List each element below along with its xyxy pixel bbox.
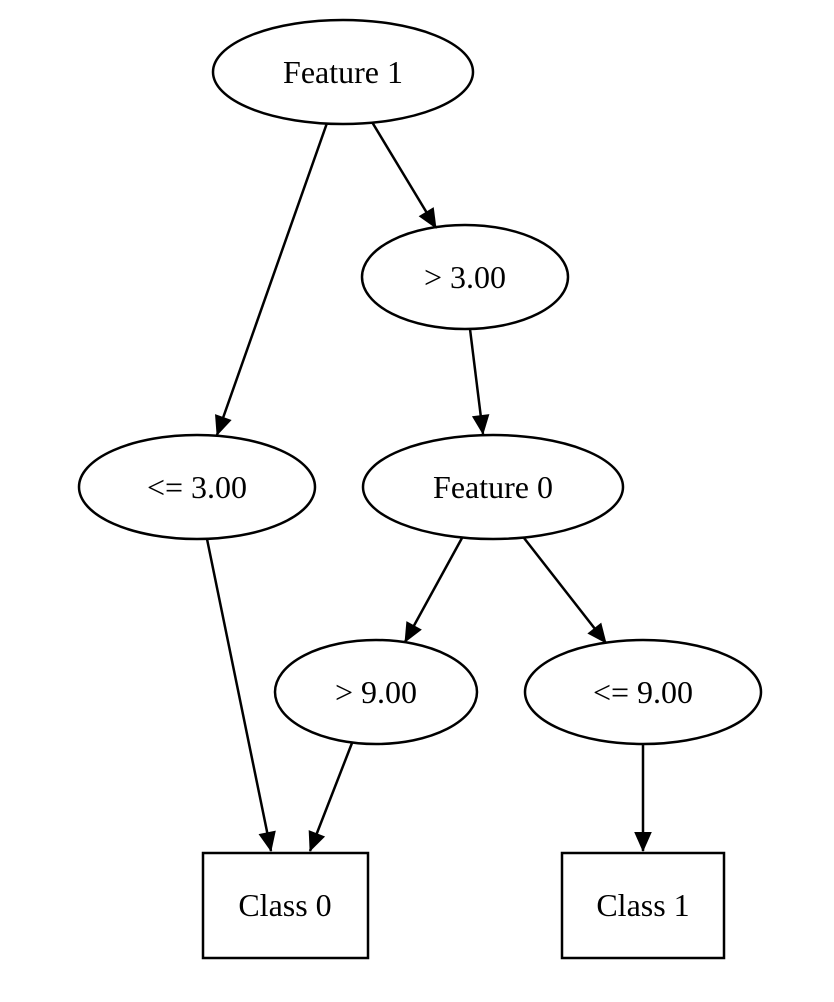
node-gt9[interactable]: > 9.00 [273,638,479,746]
class0-box[interactable] [201,851,370,960]
gt9-ellipse[interactable] [273,638,479,746]
edge-gt3-to-feature0 [468,328,490,435]
edge-feature1-to-le3 [215,122,329,436]
feature1-label: Feature 1 [283,54,403,90]
node-feature1[interactable]: Feature 1 [211,18,475,126]
node-gt3[interactable]: > 3.00 [360,223,570,331]
feature0-ellipse[interactable] [361,433,625,541]
edge-gt9-to-class0 [308,742,354,852]
node-le3[interactable]: <= 3.00 [77,433,317,541]
edge-group [205,121,652,852]
class1-label: Class 1 [596,887,689,923]
edge-le3-to-class0 [205,538,276,852]
gt9-label: > 9.00 [335,674,417,710]
feature0-label: Feature 0 [433,469,553,505]
edge-feature0-to-gt9 [403,537,464,643]
feature1-ellipse[interactable] [211,18,475,126]
node-le9[interactable]: <= 9.00 [523,638,763,746]
gt3-ellipse[interactable] [360,223,570,331]
class0-label: Class 0 [238,887,331,923]
edge-feature1-to-gt3 [370,121,438,229]
le3-ellipse[interactable] [77,433,317,541]
node-class1[interactable]: Class 1 [560,851,726,960]
gt3-label: > 3.00 [424,259,506,295]
edge-feature0-to-le9 [523,537,607,644]
node-class0[interactable]: Class 0 [201,851,370,960]
le3-label: <= 3.00 [147,469,247,505]
le9-label: <= 9.00 [593,674,693,710]
node-feature0[interactable]: Feature 0 [361,433,625,541]
le9-ellipse[interactable] [523,638,763,746]
class1-box[interactable] [560,851,726,960]
